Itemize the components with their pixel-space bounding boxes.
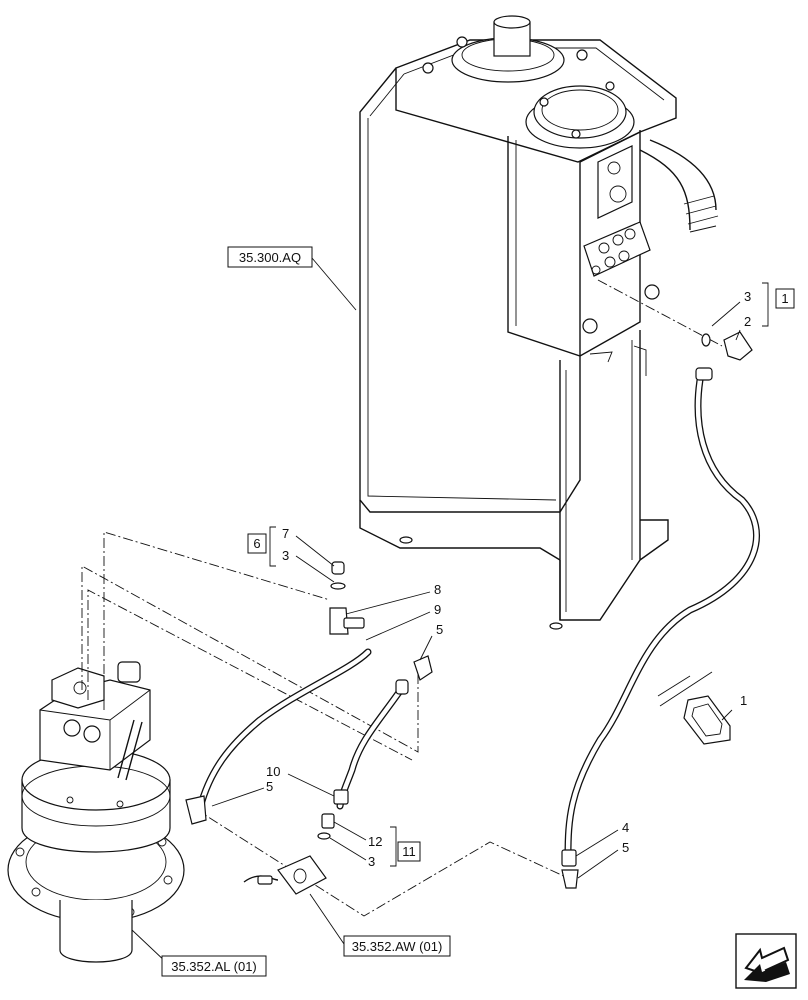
arrow-left-icon[interactable] (735, 933, 797, 989)
callout-2: 2 (744, 314, 751, 329)
callout-3-top: 3 (744, 289, 751, 304)
callouts: 3 2 1 7 3 8 9 5 10 5 12 3 4 5 (266, 289, 751, 869)
fittings (185, 331, 753, 895)
callout-7: 7 (282, 526, 289, 541)
hydraulic-tank (359, 15, 719, 630)
ref-35-300-aq: 35.300.AQ (239, 250, 301, 265)
callout-10: 10 (266, 764, 280, 779)
callout-5-right: 5 (622, 840, 629, 855)
ref-35-352-aw: 35.352.AW (01) (352, 939, 443, 954)
group-6-label: 6 (253, 536, 260, 551)
group-1-label: 1 (781, 291, 788, 306)
swing-motor (7, 661, 185, 963)
callout-8: 8 (434, 582, 441, 597)
callout-1: 1 (740, 693, 747, 708)
callout-12: 12 (368, 834, 382, 849)
reference-boxes: 35.300.AQ 35.352.AL (01) 35.352.AW (01) (161, 246, 451, 977)
callout-4: 4 (622, 820, 629, 835)
center-lines (81, 279, 723, 917)
callout-9: 9 (434, 602, 441, 617)
group-11-label: 11 (402, 844, 416, 859)
group-boxes: 1 6 11 (247, 288, 795, 862)
callout-5-left: 5 (266, 779, 273, 794)
ref-35-352-al: 35.352.AL (01) (171, 959, 257, 974)
hoses (196, 376, 760, 860)
callout-3-mid: 3 (282, 548, 289, 563)
callout-3-low: 3 (368, 854, 375, 869)
leader-lines (131, 257, 769, 965)
callout-5-top: 5 (436, 622, 443, 637)
